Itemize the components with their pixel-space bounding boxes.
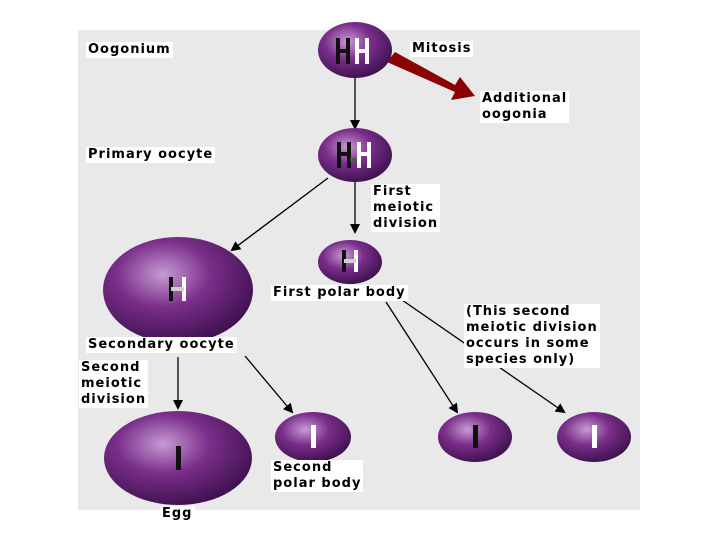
product-left-chromosome [473, 425, 478, 448]
mitosis-arrow [387, 52, 475, 100]
label-first-polar-body: First polar body [271, 285, 408, 301]
label-oogonium: Oogonium [86, 42, 173, 58]
primary-oocyte-chromosomes [337, 142, 371, 168]
label-additional-oogonia: Additional oogonia [480, 91, 570, 123]
label-second-meiotic-division: Second meiotic division [79, 360, 149, 408]
label-first-meiotic-division: First meiotic division [371, 184, 441, 232]
oogonium-chromosomes [336, 38, 369, 64]
label-mitosis: Mitosis [410, 41, 474, 57]
arrows [173, 52, 566, 414]
chromosomes [169, 38, 597, 470]
label-second-polar-body: Second polar body [271, 460, 364, 492]
label-second-division-note: (This second meiotic division occurs in … [464, 304, 600, 368]
arrow-primary-to-secondary [230, 177, 329, 252]
second-polar-body-chromosome [311, 425, 316, 448]
first-polar-body-chromosome [342, 250, 358, 272]
label-egg: Egg [160, 506, 195, 522]
label-secondary-oocyte: Secondary oocyte [86, 337, 237, 353]
arrow-first-polar-to-left-product [385, 301, 459, 414]
product-right-chromosome [592, 425, 597, 448]
secondary-oocyte-chromosome [169, 277, 186, 301]
label-primary-oocyte: Primary oocyte [86, 147, 216, 163]
arrow-secondary-to-second-polar [244, 355, 294, 414]
primary-oocyte-cell [318, 128, 392, 182]
egg-chromosome [176, 446, 181, 470]
